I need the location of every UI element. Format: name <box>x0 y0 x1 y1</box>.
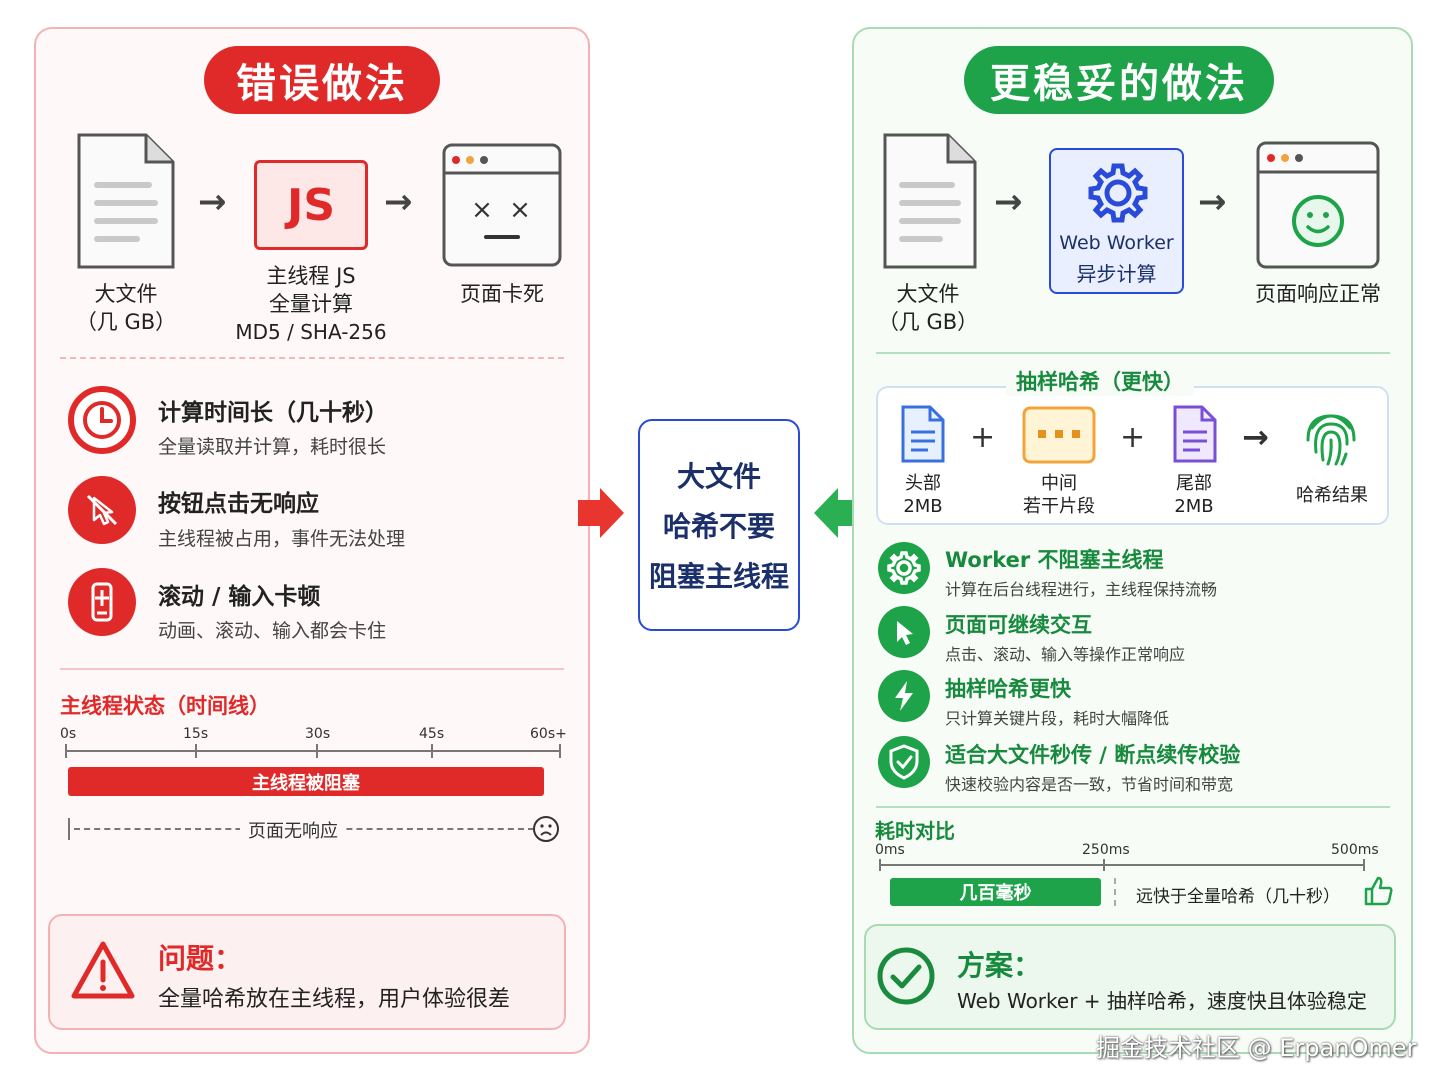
benefit-title: Worker 不阻塞主线程 <box>945 548 1164 572</box>
center-message-box: 大文件 哈希不要 阻塞主线程 <box>638 419 800 631</box>
issue-desc: 全量读取并计算，耗时很长 <box>158 436 387 458</box>
frozen-browser-icon: × × <box>442 143 562 267</box>
page-normal-label: 页面响应正常 <box>1255 282 1381 306</box>
thumbs-up-icon <box>1364 876 1393 906</box>
plus-sign: + <box>1120 420 1146 455</box>
happy-browser-icon <box>1256 141 1380 269</box>
gear-icon <box>1088 163 1148 223</box>
problem-text: 全量哈希放在主线程，用户体验很差 <box>158 987 511 1012</box>
problem-title: 问题： <box>158 942 243 975</box>
timing-tick: 250ms <box>1082 842 1130 858</box>
lightning-icon <box>878 670 930 722</box>
sample-tail-label: 尾部 2MB <box>1174 473 1214 517</box>
divider <box>60 668 564 670</box>
blocked-bar: 主线程被阻塞 <box>68 767 544 796</box>
flow-arrow: → <box>384 182 413 222</box>
fingerprint-icon <box>1306 414 1356 466</box>
solution-text: Web Worker + 抽样哈希，速度快且体验稳定 <box>957 989 1367 1013</box>
segments-icon <box>1022 406 1096 464</box>
divider <box>60 357 564 359</box>
timing-note: 远快于全量哈希（几十秒） <box>1136 887 1340 907</box>
purple-document-icon <box>1173 405 1217 463</box>
bar-separator <box>1114 878 1116 906</box>
shield-check-icon <box>878 736 930 788</box>
wrong-approach-title: 错误做法 <box>204 46 440 114</box>
page-frozen-label: 页面卡死 <box>460 282 544 306</box>
web-worker-box: Web Worker 异步计算 <box>1049 148 1184 294</box>
issue-title: 滚动 / 输入卡顿 <box>158 584 321 610</box>
warning-icon <box>71 941 135 999</box>
divider <box>876 352 1390 354</box>
benefit-title: 抽样哈希更快 <box>945 677 1071 701</box>
issue-desc: 动画、滚动、输入都会卡住 <box>158 620 387 642</box>
timing-tick: 0ms <box>875 842 905 858</box>
watermark: 掘金技术社区 @ ErpanOmer <box>1096 1034 1417 1062</box>
plus-sign: + <box>970 420 996 455</box>
benefit-title: 适合大文件秒传 / 断点续传校验 <box>945 743 1241 767</box>
scroll-input-icon <box>68 568 136 636</box>
fast-bar: 几百毫秒 <box>890 878 1101 906</box>
timeline-tick: 30s <box>305 726 331 742</box>
benefit-desc: 计算在后台线程进行，主线程保持流畅 <box>945 580 1218 599</box>
timing-title: 耗时对比 <box>875 819 955 843</box>
flow-arrow: → <box>198 182 227 222</box>
right-file-label: 大文件 （几 GB） <box>877 282 979 334</box>
divider <box>876 806 1390 808</box>
gear-icon <box>878 542 930 594</box>
issue-title: 计算时间长（几十秒） <box>158 400 388 426</box>
cursor-click-icon <box>68 476 136 544</box>
svg-text:×: × <box>471 195 493 225</box>
timing-axis <box>879 859 1365 871</box>
left-pointing-arrow-icon <box>814 488 860 538</box>
flow-arrow: → <box>994 182 1023 222</box>
timeline-tick: 15s <box>183 726 209 742</box>
blue-document-icon <box>901 405 945 463</box>
benefit-title: 页面可继续交互 <box>945 613 1092 637</box>
timeline-tick: 0s <box>60 726 77 742</box>
flow-arrow: → <box>1198 182 1227 222</box>
benefit-desc: 快速校验内容是否一致，节省时间和带宽 <box>945 775 1234 794</box>
flow-arrow: → <box>1242 418 1269 456</box>
problem-box <box>48 914 566 1030</box>
sample-head-label: 头部 2MB <box>903 473 943 517</box>
unresponsive-line: 页面无响应 <box>68 817 534 843</box>
issue-title: 按钮点击无响应 <box>158 491 319 517</box>
solution-box <box>864 924 1396 1030</box>
js-badge: JS <box>254 160 368 250</box>
benefit-desc: 只计算关键片段，耗时大幅降低 <box>945 709 1170 728</box>
clock-icon <box>68 386 136 454</box>
sampling-box <box>876 386 1389 525</box>
hash-result-label: 哈希结果 <box>1296 485 1368 506</box>
svg-text:×: × <box>509 195 531 225</box>
solution-title: 方案： <box>957 949 1042 982</box>
right-pointing-arrow-icon <box>578 488 624 538</box>
sad-face-icon <box>533 816 559 842</box>
check-circle-icon <box>877 947 935 1005</box>
better-approach-title: 更稳妥的做法 <box>964 46 1274 114</box>
benefit-desc: 点击、滚动、输入等操作正常响应 <box>945 645 1186 664</box>
document-icon <box>883 133 977 269</box>
issue-desc: 主线程被占用，事件无法处理 <box>158 528 406 550</box>
timeline-title: 主线程状态（时间线） <box>60 694 270 718</box>
document-icon <box>77 133 175 269</box>
pointer-icon <box>878 606 930 658</box>
timeline-tick: 45s <box>419 726 445 742</box>
timing-tick: 500ms <box>1331 842 1379 858</box>
timeline-tick: 60s+ <box>530 726 567 742</box>
timeline-axis <box>65 744 561 758</box>
left-file-label: 大文件 （几 GB） <box>75 282 177 334</box>
sample-middle-label: 中间 若干片段 <box>1023 473 1095 517</box>
main-thread-label: 主线程 JS 全量计算 MD5 / SHA-256 <box>235 264 387 344</box>
sampling-title: 抽样哈希（更快） <box>1006 366 1194 396</box>
